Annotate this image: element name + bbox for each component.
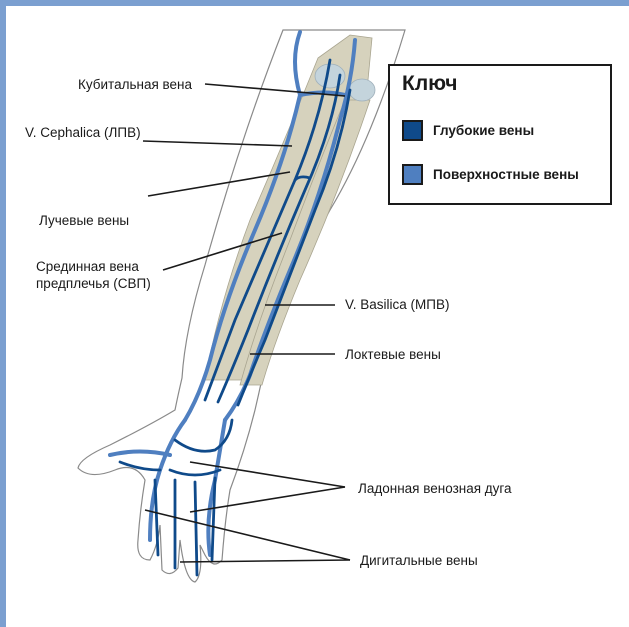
elbow-joint-right <box>349 79 375 101</box>
label-digital-veins: Дигитальные вены <box>360 552 478 569</box>
legend-swatch-deep <box>402 120 423 141</box>
legend-item-deep: Глубокие вены <box>402 120 534 141</box>
legend-item-superficial: Поверхностные вены <box>402 164 579 185</box>
label-palmar-arch: Ладонная венозная дуга <box>358 480 512 497</box>
legend-swatch-superficial <box>402 164 423 185</box>
legend-title: Ключ <box>402 72 457 96</box>
label-radial-veins: Лучевые вены <box>39 212 129 229</box>
legend-label-deep: Глубокие вены <box>433 123 534 138</box>
label-ulnar-veins: Локтевые вены <box>345 346 441 363</box>
label-basilica: V. Basilica (МПВ) <box>345 296 449 313</box>
label-cephalica: V. Cephalica (ЛПВ) <box>25 124 141 141</box>
legend-label-superficial: Поверхностные вены <box>433 167 579 182</box>
legend-box: Ключ Глубокие вены Поверхностные вены <box>388 64 612 205</box>
label-cubital-vein: Кубитальная вена <box>78 76 192 93</box>
label-median-vein: Срединная вена предплечья (СВП) <box>36 258 186 292</box>
leader-digital-2 <box>180 560 350 562</box>
